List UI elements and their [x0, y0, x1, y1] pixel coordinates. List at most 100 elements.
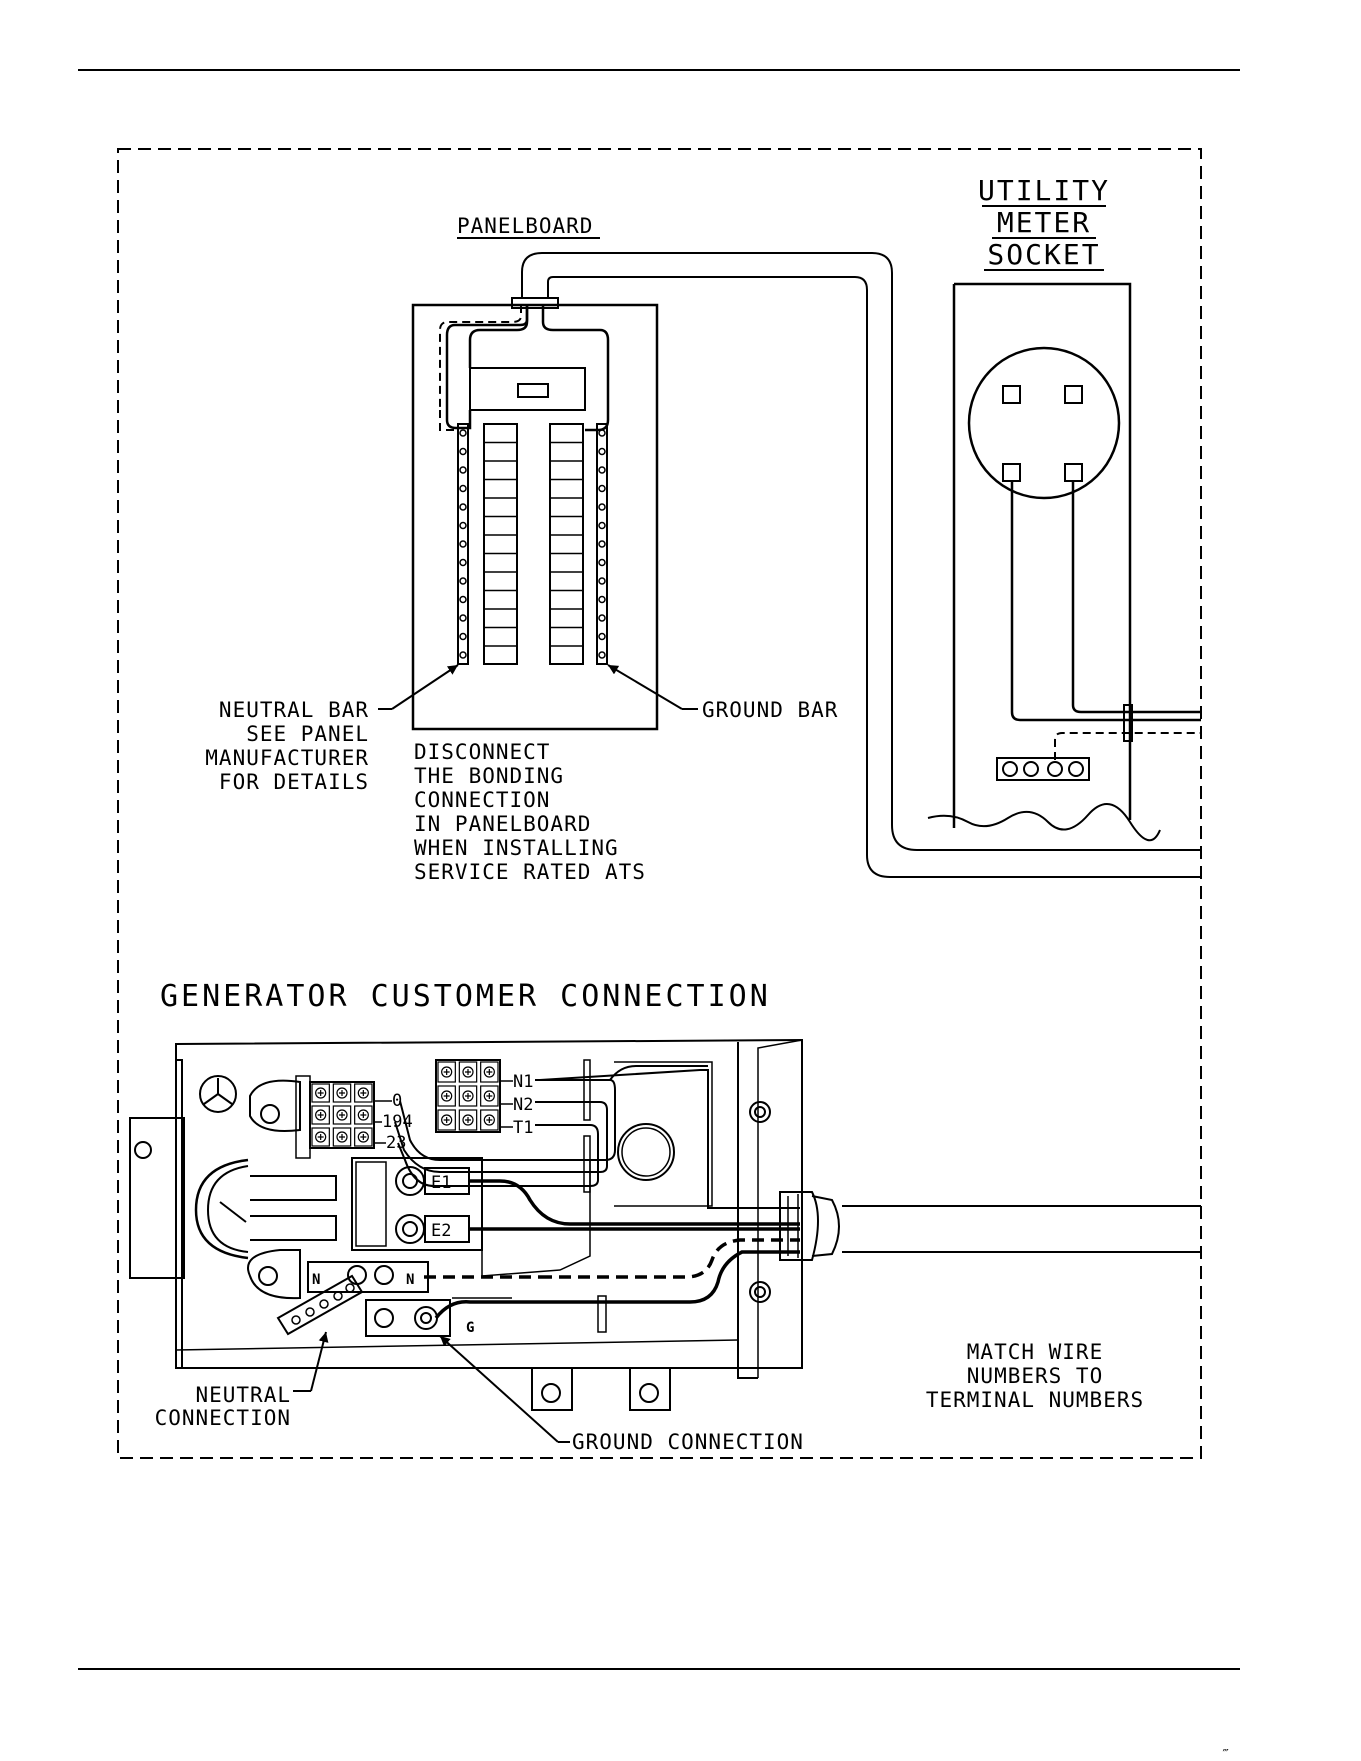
terminal-cell: [332, 1105, 352, 1125]
terminal-slot: [360, 1090, 367, 1096]
lug-e2: E2: [431, 1221, 451, 1241]
terminal-slot: [360, 1112, 367, 1118]
terminal-screw: [483, 1114, 495, 1126]
terminal-cell: [480, 1061, 499, 1083]
terminal-right-t1: T1: [513, 1118, 533, 1138]
bar-hole: [598, 429, 606, 437]
panelboard-enclosure: [411, 303, 659, 731]
terminal-left-0: 0: [392, 1091, 402, 1111]
terminal-strip-right: [435, 1059, 501, 1133]
bar-hole: [459, 447, 467, 456]
disconnect-note-2: THE BONDING: [414, 764, 564, 788]
bar-hole: [459, 429, 467, 437]
bar-hole: [459, 595, 467, 604]
terminal-screw: [357, 1087, 369, 1099]
terminal-slot: [465, 1069, 471, 1075]
terminal-screw: [315, 1131, 327, 1143]
ground-bar: [596, 423, 608, 665]
terminal-screw: [441, 1114, 453, 1126]
terminal-slot: [486, 1117, 493, 1123]
terminal-cell: [332, 1127, 352, 1147]
match-note-1: MATCH WIRE: [967, 1340, 1103, 1364]
bar-hole: [459, 540, 467, 548]
meter-label: METER: [997, 206, 1091, 239]
bar-hole: [459, 614, 467, 622]
terminal-cell: [437, 1085, 456, 1107]
generator-title: GENERATOR CUSTOMER CONNECTION: [160, 979, 771, 1014]
terminal-cell: [458, 1109, 478, 1131]
disconnect-note-3: CONNECTION: [414, 788, 550, 812]
neutral-mark-left: N: [312, 1272, 320, 1288]
disconnect-note-5: WHEN INSTALLING: [414, 836, 619, 860]
terminal-screw: [315, 1109, 327, 1121]
bar-hole: [598, 521, 606, 530]
bar-hole: [598, 632, 606, 641]
bar-hole: [598, 614, 606, 622]
terminal-slot: [339, 1090, 345, 1096]
terminal-right-n1: N1: [513, 1072, 533, 1092]
bar-hole: [598, 503, 606, 511]
bar-hole: [459, 558, 467, 567]
terminal-cell: [437, 1109, 456, 1131]
generator-cable: [842, 1205, 1201, 1253]
neutral-bar-label-3: MANUFACTURER: [205, 746, 369, 770]
terminal-slot: [443, 1069, 450, 1075]
terminal-screw: [462, 1114, 474, 1126]
neutral-connection-label-2: CONNECTION: [155, 1406, 291, 1430]
terminal-cell: [311, 1105, 330, 1125]
terminal-screw: [336, 1131, 348, 1143]
ground-block: [365, 1299, 451, 1337]
terminal-cell: [354, 1127, 373, 1147]
terminal-right-n2: N2: [513, 1095, 533, 1115]
panelboard-label: PANELBOARD: [457, 214, 593, 238]
terminal-cell: [480, 1085, 499, 1107]
bar-hole: [459, 484, 467, 493]
terminal-screw: [483, 1090, 495, 1102]
bar-hole: [598, 595, 606, 604]
breaker-column-left: [483, 423, 518, 665]
terminal-cell: [458, 1061, 478, 1083]
terminal-screw: [441, 1090, 453, 1102]
terminal-left-23: 23: [386, 1133, 406, 1153]
bar-hole: [598, 484, 606, 493]
bar-hole: [598, 466, 606, 474]
bar-hole: [598, 540, 606, 548]
terminal-slot: [486, 1093, 493, 1099]
terminal-screw: [336, 1087, 348, 1099]
terminal-screw: [462, 1066, 474, 1078]
ground-connection-label: GROUND CONNECTION: [572, 1430, 804, 1454]
main-breaker: [469, 367, 586, 411]
disconnect-note-1: DISCONNECT: [414, 740, 550, 764]
terminal-slot: [486, 1069, 493, 1075]
terminal-screw: [483, 1066, 495, 1078]
utility-meter-socket: UTILITY METER SOCKET: [927, 174, 1201, 842]
panelboard: PANELBOARD NEUTRAL BAR SEE PANEL M: [205, 214, 837, 884]
breaker-column-right: [549, 423, 584, 665]
socket-label: SOCKET: [987, 238, 1100, 271]
terminal-screw: [315, 1087, 327, 1099]
bar-hole: [459, 521, 467, 530]
neutral-bar-label-1: NEUTRAL BAR: [219, 698, 369, 722]
corner-mark: ‴: [1222, 1747, 1229, 1761]
neutral-mark-right: N: [406, 1272, 414, 1288]
bar-hole: [459, 503, 467, 511]
terminal-slot: [443, 1093, 450, 1099]
terminal-slot: [317, 1112, 324, 1118]
terminal-screw: [357, 1131, 369, 1143]
neutral-bar-label-2: SEE PANEL: [246, 722, 369, 746]
meter-neutral-block: [996, 757, 1090, 781]
bar-hole: [598, 577, 606, 585]
terminal-screw: [462, 1090, 474, 1102]
terminal-slot: [339, 1134, 345, 1140]
generator-connection-box: 0 194 23 N1 N2 T1 E1: [129, 1038, 840, 1411]
terminal-cell: [437, 1061, 456, 1083]
bar-hole: [459, 466, 467, 474]
terminal-cell: [480, 1109, 499, 1131]
terminal-slot: [465, 1093, 471, 1099]
match-note-2: NUMBERS TO: [967, 1364, 1103, 1388]
bar-hole: [459, 577, 467, 585]
terminal-screw: [357, 1109, 369, 1121]
terminal-screw: [441, 1066, 453, 1078]
terminal-slot: [339, 1112, 345, 1118]
bar-hole: [459, 651, 467, 659]
